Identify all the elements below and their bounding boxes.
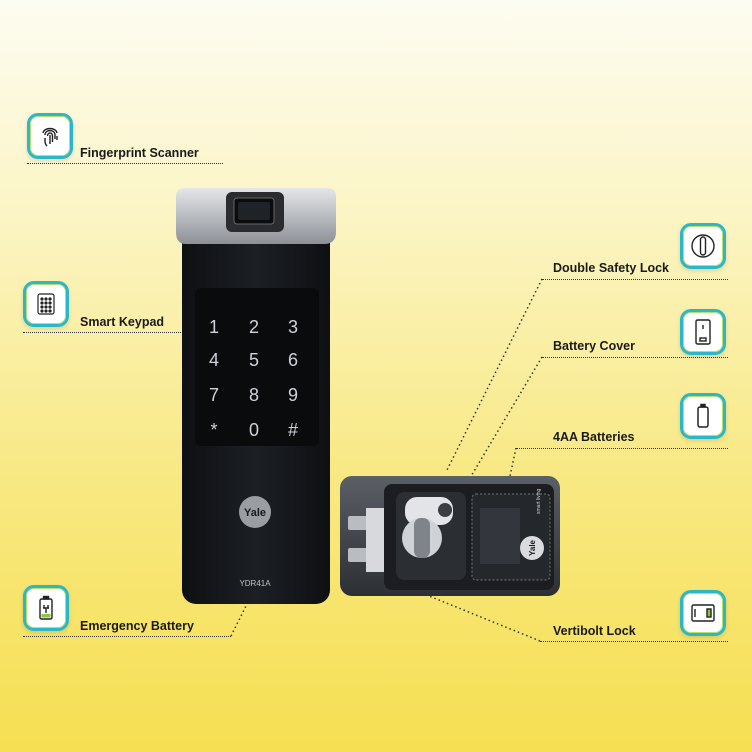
- fingerprint-feature-icon-box: [27, 113, 73, 159]
- vertibolt-lock-label: Vertibolt Lock: [553, 624, 636, 638]
- vertibolt-feature-icon-box: [680, 590, 726, 636]
- back-lock-unit: Yale smart living: [340, 476, 560, 596]
- keypad-key: 0: [249, 420, 259, 440]
- keypad-leader-line: [23, 332, 183, 333]
- keypad-key: 3: [288, 317, 298, 337]
- keypad-icon: [37, 293, 55, 315]
- emergency-battery-icon: [39, 595, 53, 620]
- model-number: YDR41A: [239, 579, 271, 588]
- battery-cover-leader-line: [542, 357, 728, 358]
- back-tagline: smart living: [536, 488, 542, 514]
- batteries-feature-icon-box: [680, 393, 726, 439]
- front-lock-unit: 1 2 3 4 5 6 7 8 9 * 0 # Yale YDR41A: [176, 188, 336, 604]
- fingerprint-scanner-label: Fingerprint Scanner: [80, 146, 199, 160]
- keypad-key: 8: [249, 385, 259, 405]
- keypad-key: 4: [209, 350, 219, 370]
- double-safety-lock-label: Double Safety Lock: [553, 261, 669, 275]
- keypad-key: *: [210, 420, 217, 440]
- battery-cover-icon: [695, 319, 711, 345]
- keypad-key: 6: [288, 350, 298, 370]
- keypad-key: 1: [209, 317, 219, 337]
- smart-keypad-label: Smart Keypad: [80, 315, 165, 329]
- knob-lock-icon: [691, 234, 715, 258]
- keypad-keys: 1 2 3 4 5 6 7 8 9 * 0 #: [209, 317, 298, 440]
- emergency-battery-label: Emergency Battery: [80, 619, 194, 633]
- fingerprint-icon: [42, 127, 58, 147]
- vertibolt-icon: [691, 604, 715, 622]
- front-brand-logo: Yale: [244, 507, 266, 519]
- emergency-battery-leader-line: [23, 636, 231, 637]
- keypad-key: 9: [288, 385, 298, 405]
- 4aa-batteries-label: 4AA Batteries: [553, 430, 635, 444]
- keypad-key: 2: [249, 317, 259, 337]
- safety-lock-feature-icon-box: [680, 223, 726, 269]
- battery-icon: [697, 403, 709, 428]
- battery-cover-label: Battery Cover: [553, 339, 635, 353]
- vertibolt-leader-line: [540, 641, 728, 642]
- keypad-key: #: [288, 420, 298, 440]
- emergency-battery-feature-icon-box: [23, 585, 69, 631]
- fingerprint-leader-line: [27, 163, 223, 164]
- keypad-key: 5: [249, 350, 259, 370]
- back-brand-logo: Yale: [528, 539, 537, 556]
- batteries-leader-line: [516, 448, 728, 449]
- keypad-key: 7: [209, 385, 219, 405]
- battery-cover-feature-icon-box: [680, 309, 726, 355]
- keypad-feature-icon-box: [23, 281, 69, 327]
- safety-lock-leader-line: [542, 279, 728, 280]
